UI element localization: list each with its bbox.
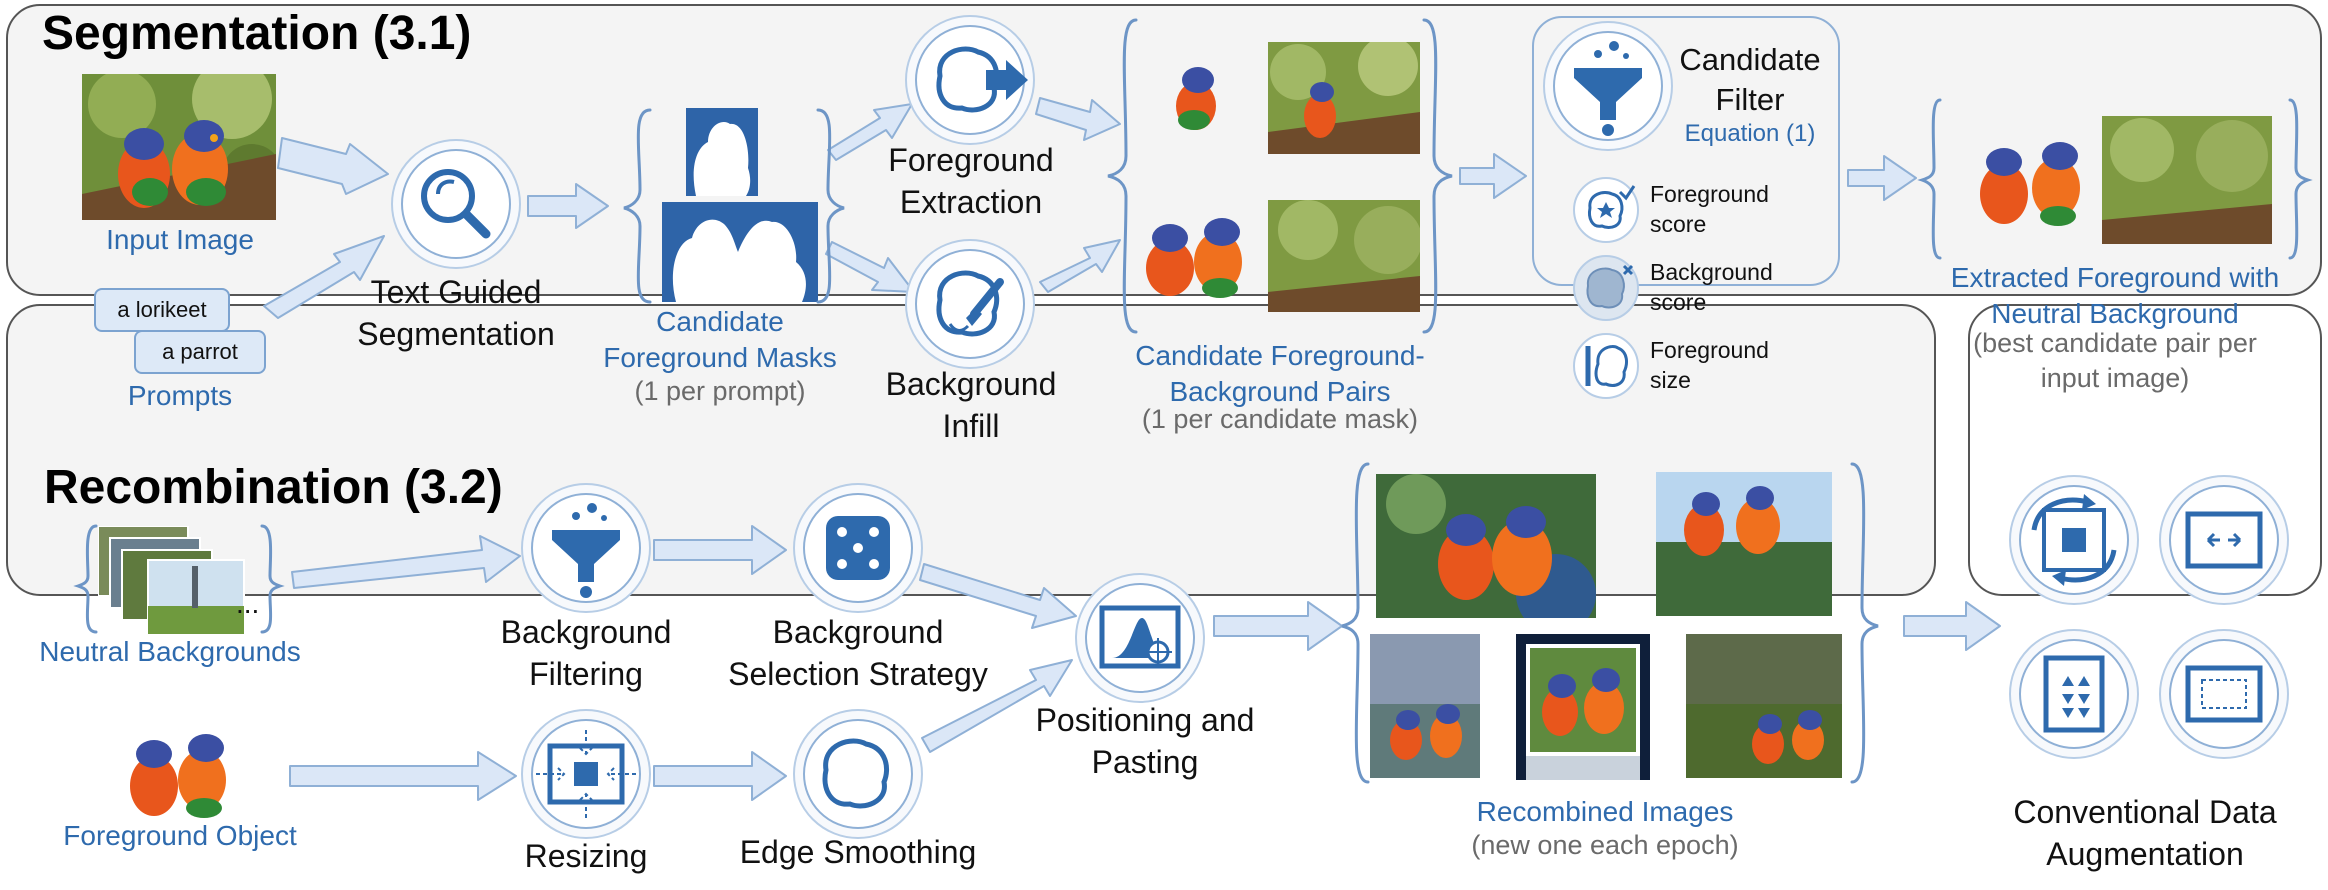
rotate-icon [2009, 475, 2139, 605]
recombined-image-1 [1376, 474, 1596, 618]
input-image [82, 74, 276, 220]
input-image-label: Input Image [106, 224, 254, 255]
arrow-prompts-to-seg [263, 235, 385, 319]
recombination-title: Recombination (3.2) [44, 461, 503, 514]
candidate-mask-2 [662, 202, 818, 302]
brace-bgs-right [260, 524, 285, 634]
resize-icon [521, 709, 651, 839]
blob-size-icon [1573, 333, 1639, 399]
arrow-infill-to-pairs [1039, 239, 1121, 293]
recombined-label: Recombined Images [1476, 796, 1734, 827]
neutral-bgs-ellipsis: ... [236, 588, 260, 619]
brace-recombined-left [1341, 462, 1370, 784]
arrow-bgs-to-filtering [291, 535, 521, 589]
position-paste-icon [1075, 573, 1205, 703]
brace-pairs-right [1422, 18, 1453, 334]
recombined-image-2 [1656, 472, 1832, 616]
arrow-fgobj-to-resizing [289, 751, 517, 801]
candidate-filter-box [1532, 16, 1840, 286]
neutral-background-result [2102, 116, 2272, 244]
neutral-bgs-label: Neutral Backgrounds [39, 636, 301, 667]
blob-arrow-icon [905, 15, 1035, 145]
brace-bgs-left [73, 524, 98, 634]
arrow-recombined-to-aug [1903, 601, 2001, 651]
neutral-backgrounds-stack [98, 526, 248, 636]
pairs-label: Candidate Foreground-Background Pairs [1135, 340, 1425, 408]
star-blob-icon [1573, 177, 1639, 243]
pair-2-foreground [1140, 208, 1250, 300]
arrow-smoothing-to-pos [921, 659, 1073, 753]
arrow-masks-to-fgext [827, 103, 913, 161]
brace-result-right [2288, 98, 2313, 260]
extracted-foreground [1974, 130, 2090, 230]
arrow-filter-to-result [1847, 155, 1917, 201]
bg-filter-funnel-icon [521, 483, 651, 613]
masks-note: (1 per prompt) [634, 376, 806, 406]
arrow-filtering-to-selection [653, 525, 787, 575]
recombined-image-3 [1370, 634, 1480, 778]
fg-object-label: Foreground Object [63, 820, 297, 851]
candidate-mask-1 [686, 108, 758, 196]
dice-icon [793, 483, 923, 613]
blob-brush-icon [905, 239, 1035, 369]
foreground-object [124, 724, 234, 820]
brace-pairs-left [1107, 18, 1138, 334]
magnifier-icon [391, 139, 521, 269]
pair-2-background [1268, 200, 1420, 312]
parrot-pair-icon [118, 120, 228, 208]
brace-recombined-right [1850, 462, 1879, 784]
arrow-selection-to-pos [919, 563, 1077, 629]
brace-masks-right [816, 108, 845, 304]
recombined-image-4 [1516, 634, 1650, 780]
resizing-label: Resizing [524, 838, 648, 874]
smooth-blob-icon [793, 709, 923, 839]
arrow-pos-to-recombined [1213, 601, 1343, 651]
arrow-masks-to-infill [825, 241, 915, 293]
segmentation-title: Segmentation (3.1) [42, 7, 472, 60]
recombined-note: (new one each epoch) [1471, 830, 1739, 860]
brace-result-left [1917, 98, 1942, 260]
arrow-resizing-to-smoothing [653, 751, 787, 801]
prompts-label: Prompts [127, 380, 233, 411]
flip-horizontal-icon [2159, 475, 2289, 605]
pairs-note: (1 per candidate mask) [1141, 404, 1419, 434]
blob-x-icon [1573, 255, 1639, 321]
pair-1-background [1268, 42, 1420, 154]
arrow-pairs-to-filter [1459, 153, 1527, 199]
filter-equation-link: Equation (1) [1684, 120, 1816, 147]
edge-smoothing-label: Edge Smoothing [739, 834, 977, 870]
crop-icon [2159, 629, 2289, 759]
arrow-fgext-to-pairs [1035, 97, 1121, 141]
flip-vertical-icon [2009, 629, 2139, 759]
pair-1-foreground [1168, 62, 1224, 132]
prompt-lorikeet: a lorikeet [94, 288, 230, 332]
arrow-seg-to-masks [527, 183, 609, 229]
arrow-input-to-seg [277, 137, 389, 195]
brace-masks-left [623, 108, 652, 304]
prompt-parrot: a parrot [134, 330, 266, 374]
recombined-image-5 [1686, 634, 1842, 778]
funnel-icon [1543, 21, 1673, 151]
